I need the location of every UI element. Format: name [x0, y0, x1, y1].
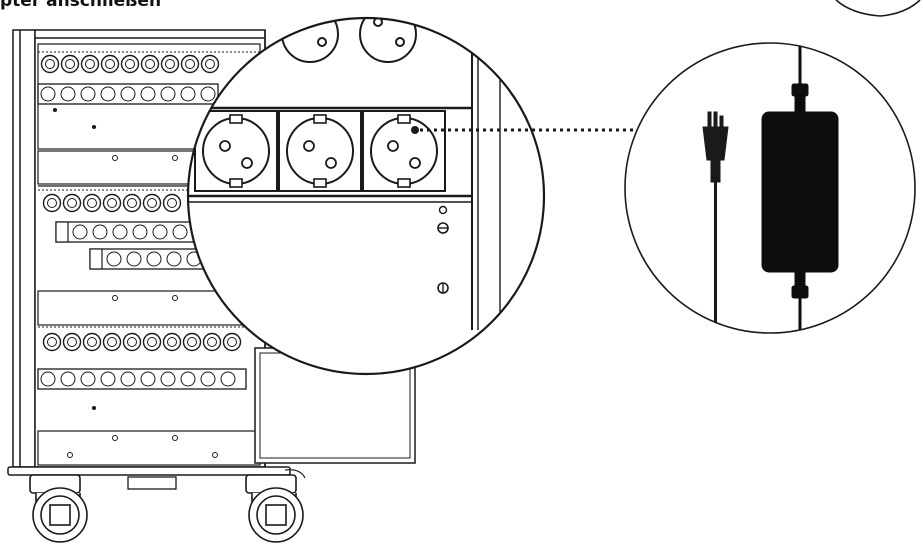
top-socket-row: [40, 54, 220, 74]
bottom-power-strip: [37, 368, 247, 390]
front-left-wheel: [29, 474, 88, 543]
cart-left-side-panel: [12, 29, 36, 468]
adapter-zoom-circle: [624, 42, 916, 334]
front-right-wheel: [245, 474, 304, 543]
cart-base: [7, 466, 291, 476]
mains-plug: [702, 111, 729, 330]
partial-circle-corner: [835, 0, 921, 17]
zoom-circle: [186, 16, 546, 376]
middle-power-strip-lower: [89, 248, 211, 270]
page-title: pter anschließen: [0, 0, 162, 11]
power-strip-closeup: [194, 110, 446, 192]
top-power-strip: [37, 83, 219, 105]
connection-indicator: [411, 126, 676, 134]
middle-power-strip-upper: [55, 221, 207, 243]
